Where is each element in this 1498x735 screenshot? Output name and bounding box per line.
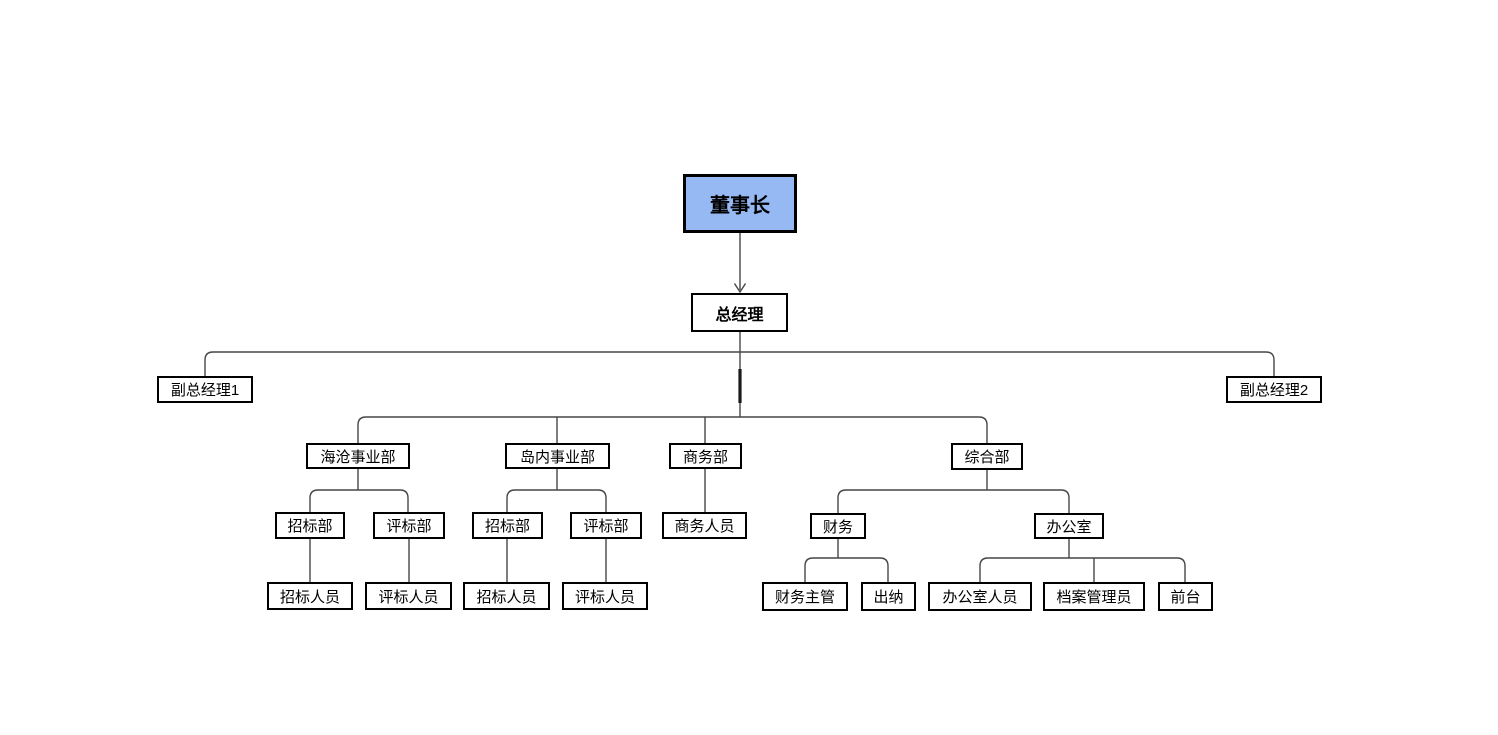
node-bidding-dept-1[interactable]: 招标部 (275, 512, 345, 539)
edge-chairman-gm (733, 233, 747, 294)
node-chairman[interactable]: 董事长 (683, 174, 797, 233)
node-evaluation-dept-1[interactable]: 评标部 (373, 512, 445, 539)
node-cashier[interactable]: 出纳 (861, 582, 916, 611)
node-finance[interactable]: 财务 (810, 513, 866, 539)
node-daonei-division[interactable]: 岛内事业部 (505, 443, 610, 469)
node-business-staff[interactable]: 商务人员 (662, 512, 747, 539)
node-office[interactable]: 办公室 (1034, 513, 1104, 539)
edge-haicang-fork (309, 469, 409, 512)
node-bidding-dept-2[interactable]: 招标部 (472, 512, 543, 539)
node-haicang-division[interactable]: 海沧事业部 (306, 443, 410, 469)
node-general-dept[interactable]: 综合部 (951, 443, 1023, 470)
node-bidding-staff-2[interactable]: 招标人员 (463, 582, 550, 610)
node-business-dept[interactable]: 商务部 (669, 443, 742, 469)
edge-gm-departments (357, 416, 988, 443)
edge-office-fork (979, 539, 1186, 582)
node-evaluation-staff-2[interactable]: 评标人员 (562, 582, 648, 610)
node-general-manager[interactable]: 总经理 (691, 293, 788, 332)
node-bidding-staff-1[interactable]: 招标人员 (267, 582, 353, 610)
edge-staff-drops (309, 539, 607, 582)
edge-daonei-fork (506, 469, 607, 512)
node-archives-manager[interactable]: 档案管理员 (1043, 582, 1145, 611)
node-deputy-gm-1[interactable]: 副总经理1 (157, 376, 253, 403)
node-deputy-gm-2[interactable]: 副总经理2 (1226, 376, 1322, 403)
edge-general-fork (837, 470, 1070, 513)
edge-finance-fork (804, 539, 889, 582)
node-receptionist[interactable]: 前台 (1158, 582, 1213, 611)
node-office-staff[interactable]: 办公室人员 (928, 582, 1032, 611)
node-finance-manager[interactable]: 财务主管 (762, 582, 848, 611)
node-evaluation-staff-1[interactable]: 评标人员 (365, 582, 452, 610)
node-evaluation-dept-2[interactable]: 评标部 (570, 512, 642, 539)
